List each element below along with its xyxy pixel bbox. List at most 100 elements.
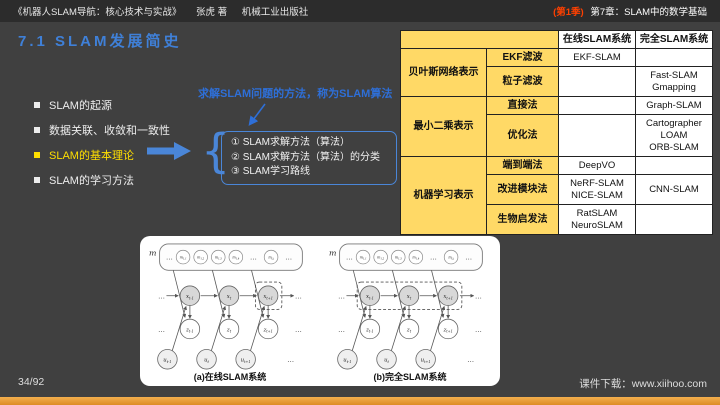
method-cell-ekf: EKF滤波	[486, 48, 559, 67]
svg-text:…: …	[285, 254, 292, 262]
bullet-label: 数据关联、收敛和一致性	[49, 124, 170, 137]
svg-text:m1,1: m1,1	[360, 256, 367, 261]
full-cell	[635, 156, 713, 175]
online-cell: EKF-SLAM	[558, 48, 636, 67]
bullet-item-basic-theory: SLAM的基本理论	[34, 142, 170, 167]
full-cell: Cartographer LOAM ORB-SLAM	[635, 114, 713, 157]
svg-text:…: …	[166, 254, 173, 262]
annotation-text: 求解SLAM问题的方法，称为SLAM算法	[198, 88, 393, 100]
svg-text:…: …	[158, 326, 165, 334]
page-number: 34/92	[18, 376, 45, 388]
full-cell: CNN-SLAM	[635, 174, 713, 205]
table-row: 粒子滤波 Fast-SLAM Gmapping	[401, 66, 713, 97]
svg-text:ut: ut	[384, 358, 389, 364]
svg-text:…: …	[295, 326, 302, 334]
table-header-row: 在线SLAM系统 完全SLAM系统	[400, 30, 713, 49]
svg-text:…: …	[346, 254, 353, 262]
svg-text:…: …	[467, 356, 474, 364]
method-cell-optimization: 优化法	[486, 114, 559, 157]
callout-item-2: ② SLAM求解方法（算法）的分类	[231, 151, 380, 163]
svg-text:…: …	[287, 356, 294, 364]
full-cell	[635, 48, 713, 67]
figure-panel: m … … … m1,1 m1,2 m1,3 m1,4 mi,j … … xt-1 xt xt+1 … … zt…	[140, 236, 500, 386]
graph-caption-a: (a)在线SLAM系统	[193, 372, 267, 382]
book-title: 《机器人SLAM导航：核心技术与实战》	[13, 7, 182, 18]
method-cell-end-to-end: 端到端法	[486, 156, 559, 175]
svg-text:zt-1: zt-1	[185, 327, 194, 333]
svg-text:…: …	[158, 293, 165, 301]
chapter-title: 第7章：SLAM中的数学基础	[590, 7, 707, 18]
bullet-item-association: 数据关联、收敛和一致性	[34, 117, 170, 142]
svg-text:ut: ut	[204, 358, 209, 364]
svg-text:xt-1: xt-1	[186, 294, 194, 300]
svg-text:xt: xt	[227, 294, 232, 300]
svg-text:…: …	[295, 293, 302, 301]
svg-text:m1,3: m1,3	[395, 256, 403, 261]
svg-text:…: …	[338, 326, 345, 334]
season-badge: (第1季)	[553, 7, 584, 18]
online-cell	[558, 66, 636, 97]
top-info-bar: 《机器人SLAM导航：核心技术与实战》 张虎 著 机械工业出版社 (第1季) 第…	[0, 0, 720, 22]
svg-text:xt: xt	[407, 294, 412, 300]
bullet-item-learning: SLAM的学习方法	[34, 167, 170, 192]
callout-item-1: ① SLAM求解方法（算法）	[231, 137, 350, 148]
table-row: 改进模块法 NeRF-SLAM NICE-SLAM CNN-SLAM	[401, 174, 713, 205]
download-text: 课件下载：www.xiihoo.com	[579, 378, 707, 390]
svg-text:…: …	[465, 254, 472, 262]
svg-text:mi,j: mi,j	[448, 256, 454, 261]
col-header-full: 完全SLAM系统	[635, 30, 713, 49]
square-bullet-icon	[34, 151, 40, 158]
online-cell	[558, 96, 636, 115]
bullet-list: SLAM的起源 数据关联、收敛和一致性 SLAM的基本理论 SLAM的学习方法	[34, 92, 170, 192]
svg-text:xt+1: xt+1	[443, 294, 453, 300]
chapter-info: (第1季) 第7章：SLAM中的数学基础	[553, 4, 707, 18]
svg-text:zt: zt	[406, 327, 412, 333]
svg-text:ut+1: ut+1	[241, 358, 251, 364]
svg-text:zt+1: zt+1	[262, 327, 272, 333]
svg-text:xt-1: xt-1	[366, 294, 374, 300]
svg-text:ut-1: ut-1	[343, 358, 351, 364]
table-row: 最小二乘表示 直接法 Graph-SLAM	[400, 96, 713, 157]
method-cell-direct: 直接法	[486, 96, 559, 115]
svg-text:…: …	[338, 293, 345, 301]
full-cell: Fast-SLAM Gmapping	[635, 66, 713, 97]
svg-text:ut+1: ut+1	[421, 358, 431, 364]
svg-text:zt-1: zt-1	[365, 327, 374, 333]
arrow-right-icon	[147, 142, 191, 160]
square-bullet-icon	[34, 126, 40, 133]
online-cell: RatSLAM NeuroSLAM	[558, 204, 636, 235]
svg-text:m1,4: m1,4	[232, 256, 240, 261]
svg-text:zt: zt	[226, 327, 232, 333]
bottom-accent-bar	[0, 397, 720, 405]
method-cell-bio-inspired: 生物启发法	[486, 204, 559, 235]
method-cell-particle: 粒子滤波	[486, 66, 559, 97]
svg-text:zt+1: zt+1	[442, 327, 452, 333]
svg-text:…: …	[475, 293, 482, 301]
svg-text:…: …	[250, 254, 257, 262]
col-header-online: 在线SLAM系统	[558, 30, 636, 49]
group-cell-bayes: 贝叶斯网络表示	[400, 48, 487, 97]
svg-text:m1,2: m1,2	[197, 256, 205, 261]
svg-text:m1,1: m1,1	[180, 256, 187, 261]
slam-methods-table: 在线SLAM系统 完全SLAM系统 贝叶斯网络表示 EKF滤波 EKF-SLAM…	[400, 30, 713, 235]
online-cell: DeepVO	[558, 156, 636, 175]
callout-box: ① SLAM求解方法（算法） ② SLAM求解方法（算法）的分类 ③ SLAM学…	[221, 131, 397, 185]
table-corner-cell	[400, 30, 559, 49]
page-title: 7.1 SLAM发展简史	[18, 33, 182, 50]
svg-text:m: m	[149, 249, 156, 258]
svg-text:m: m	[329, 249, 336, 258]
book-author: 张虎 著	[196, 7, 228, 18]
square-bullet-icon	[34, 176, 40, 183]
group-cell-least-squares: 最小二乘表示	[400, 96, 487, 157]
full-cell	[635, 204, 713, 235]
svg-text:m1,4: m1,4	[412, 256, 420, 261]
svg-text:…: …	[475, 326, 482, 334]
callout-pointer-icon	[248, 103, 266, 126]
group-cell-machine-learning: 机器学习表示	[400, 156, 487, 235]
graph-caption-b: (b)完全SLAM系统	[373, 372, 447, 382]
svg-text:m1,3: m1,3	[215, 256, 223, 261]
